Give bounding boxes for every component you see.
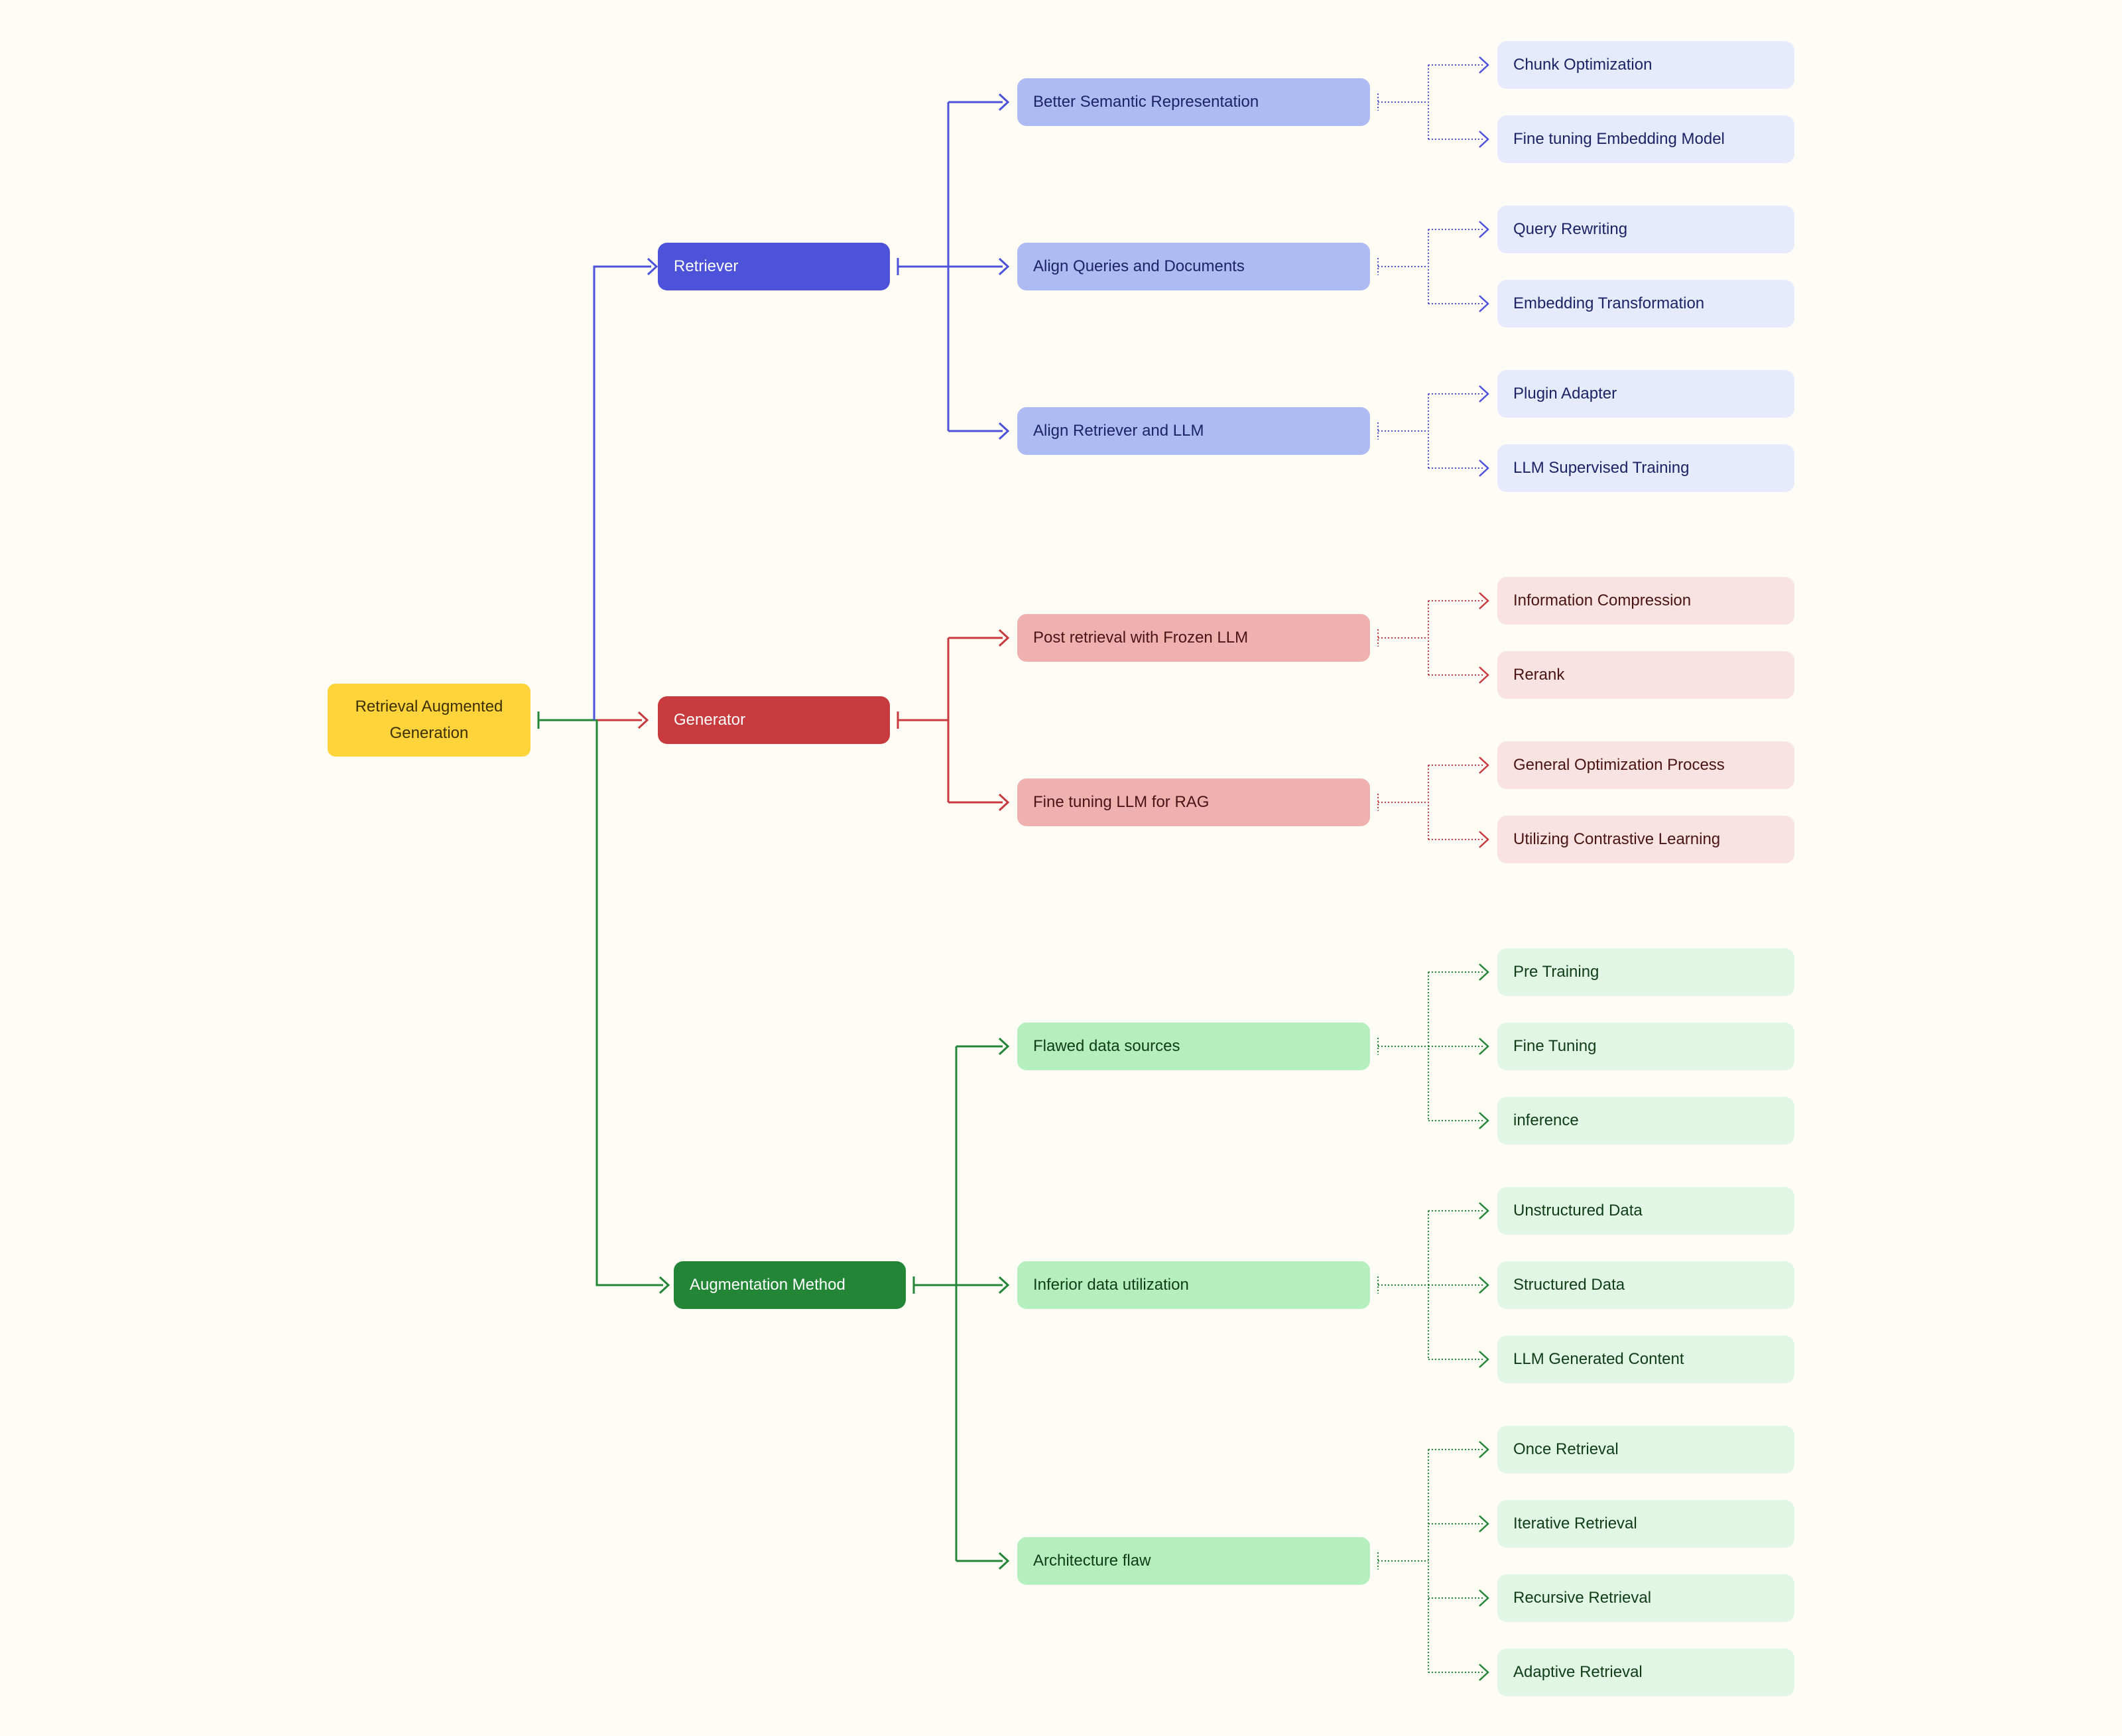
topic-label: Architecture flaw xyxy=(1033,1552,1151,1570)
leaf-label: Fine Tuning xyxy=(1513,1037,1597,1055)
arrow-head-icon xyxy=(1479,1589,1489,1607)
arrow-head-icon xyxy=(998,629,1010,647)
branch-retriever[interactable]: Retriever xyxy=(658,243,890,290)
arrow-head-icon xyxy=(1479,757,1489,774)
leaf-plugin-adapter[interactable]: Plugin Adapter xyxy=(1497,370,1794,418)
arrow-head-icon xyxy=(1479,460,1489,477)
leaf-label: Iterative Retrieval xyxy=(1513,1515,1637,1532)
leaf-embedding-transformation[interactable]: Embedding Transformation xyxy=(1497,280,1794,328)
leaf-general-optimization-process[interactable]: General Optimization Process xyxy=(1497,741,1794,789)
leaf-fine-tuning[interactable]: Fine Tuning xyxy=(1497,1023,1794,1070)
leaf-structured-data[interactable]: Structured Data xyxy=(1497,1261,1794,1309)
leaf-label: inference xyxy=(1513,1111,1579,1129)
branch-label: Retriever xyxy=(674,257,739,275)
arrow-head-icon xyxy=(1479,831,1489,848)
topic-architecture-flaw[interactable]: Architecture flaw xyxy=(1017,1537,1370,1585)
arrow-head-icon xyxy=(998,93,1010,111)
leaf-chunk-optimization[interactable]: Chunk Optimization xyxy=(1497,41,1794,89)
arrow-head-icon xyxy=(1479,1664,1489,1681)
leaf-pre-training[interactable]: Pre Training xyxy=(1497,948,1794,996)
leaf-label: LLM Generated Content xyxy=(1513,1350,1684,1368)
leaf-utilizing-contrastive-learning[interactable]: Utilizing Contrastive Learning xyxy=(1497,816,1794,863)
connector-line xyxy=(595,720,663,1286)
connector-line xyxy=(593,265,651,720)
arrow-head-icon xyxy=(1479,1351,1489,1368)
arrow-head-icon xyxy=(998,257,1010,276)
leaf-fine-tuning-embedding-model[interactable]: Fine tuning Embedding Model xyxy=(1497,115,1794,163)
topic-flawed-data-sources[interactable]: Flawed data sources xyxy=(1017,1023,1370,1070)
root-label: Retrieval Augmented Generation xyxy=(355,698,503,742)
leaf-information-compression[interactable]: Information Compression xyxy=(1497,577,1794,625)
leaf-label: General Optimization Process xyxy=(1513,756,1725,774)
arrow-head-icon xyxy=(1479,131,1489,148)
branch-generator[interactable]: Generator xyxy=(658,696,890,744)
leaf-inference[interactable]: inference xyxy=(1497,1097,1794,1145)
leaf-label: Rerank xyxy=(1513,666,1565,684)
leaf-label: Embedding Transformation xyxy=(1513,294,1705,312)
root-node[interactable]: Retrieval Augmented Generation xyxy=(328,684,530,757)
leaf-label: Adaptive Retrieval xyxy=(1513,1663,1643,1681)
topic-inferior-data-utilization[interactable]: Inferior data utilization xyxy=(1017,1261,1370,1309)
arrow-head-icon xyxy=(1479,295,1489,312)
topic-label: Post retrieval with Frozen LLM xyxy=(1033,629,1249,647)
leaf-label: Structured Data xyxy=(1513,1276,1625,1294)
arrow-head-icon xyxy=(647,257,658,276)
topic-align-queries-and-documents[interactable]: Align Queries and Documents xyxy=(1017,243,1370,290)
topic-align-retriever-and-llm[interactable]: Align Retriever and LLM xyxy=(1017,407,1370,455)
topic-better-semantic-representation[interactable]: Better Semantic Representation xyxy=(1017,78,1370,126)
leaf-label: Once Retrieval xyxy=(1513,1440,1619,1458)
branch-augmentation-method[interactable]: Augmentation Method xyxy=(674,1261,906,1309)
leaf-recursive-retrieval[interactable]: Recursive Retrieval xyxy=(1497,1574,1794,1622)
leaf-llm-generated-content[interactable]: LLM Generated Content xyxy=(1497,1335,1794,1383)
branch-label: Augmentation Method xyxy=(690,1276,845,1294)
arrow-head-icon xyxy=(658,1276,670,1294)
leaf-label: Information Compression xyxy=(1513,591,1692,609)
topic-label: Inferior data utilization xyxy=(1033,1276,1189,1294)
arrow-head-icon xyxy=(1479,1441,1489,1458)
topic-label: Align Retriever and LLM xyxy=(1033,422,1204,440)
arrow-head-icon xyxy=(1479,385,1489,403)
arrow-head-icon xyxy=(998,1552,1010,1570)
leaf-label: Query Rewriting xyxy=(1513,220,1628,238)
topic-label: Better Semantic Representation xyxy=(1033,93,1259,111)
leaf-adaptive-retrieval[interactable]: Adaptive Retrieval xyxy=(1497,1648,1794,1696)
leaf-iterative-retrieval[interactable]: Iterative Retrieval xyxy=(1497,1500,1794,1548)
arrow-head-icon xyxy=(998,793,1010,812)
leaf-label: Recursive Retrieval xyxy=(1513,1589,1652,1607)
leaf-rerank[interactable]: Rerank xyxy=(1497,651,1794,699)
arrow-head-icon xyxy=(998,422,1010,440)
arrow-head-icon xyxy=(998,1037,1010,1056)
arrow-head-icon xyxy=(1479,666,1489,684)
branch-label: Generator xyxy=(674,711,746,729)
leaf-label: Fine tuning Embedding Model xyxy=(1513,130,1725,148)
arrow-head-icon xyxy=(1479,1276,1489,1294)
topic-post-retrieval-with-frozen-llm[interactable]: Post retrieval with Frozen LLM xyxy=(1017,614,1370,662)
arrow-head-icon xyxy=(1479,1515,1489,1532)
topic-label: Fine tuning LLM for RAG xyxy=(1033,793,1210,811)
arrow-head-icon xyxy=(1479,1112,1489,1129)
arrow-head-icon xyxy=(998,1276,1010,1294)
leaf-llm-supervised-training[interactable]: LLM Supervised Training xyxy=(1497,444,1794,492)
leaf-label: Plugin Adapter xyxy=(1513,385,1617,403)
leaf-label: Utilizing Contrastive Learning xyxy=(1513,830,1721,848)
arrow-head-icon xyxy=(1479,592,1489,609)
arrow-head-icon xyxy=(1479,1202,1489,1219)
arrow-head-icon xyxy=(1479,221,1489,238)
leaf-label: Pre Training xyxy=(1513,963,1599,981)
topic-label: Flawed data sources xyxy=(1033,1037,1180,1055)
topic-fine-tuning-llm-for-rag[interactable]: Fine tuning LLM for RAG xyxy=(1017,778,1370,826)
leaf-label: Chunk Optimization xyxy=(1513,56,1653,74)
arrow-head-icon xyxy=(1479,963,1489,981)
leaf-unstructured-data[interactable]: Unstructured Data xyxy=(1497,1187,1794,1235)
topic-label: Align Queries and Documents xyxy=(1033,257,1245,275)
arrow-head-icon xyxy=(1479,56,1489,74)
leaf-query-rewriting[interactable]: Query Rewriting xyxy=(1497,206,1794,253)
leaf-label: LLM Supervised Training xyxy=(1513,459,1690,477)
leaf-label: Unstructured Data xyxy=(1513,1202,1643,1219)
arrow-head-icon xyxy=(637,711,649,729)
arrow-head-icon xyxy=(1479,1038,1489,1055)
leaf-once-retrieval[interactable]: Once Retrieval xyxy=(1497,1426,1794,1473)
